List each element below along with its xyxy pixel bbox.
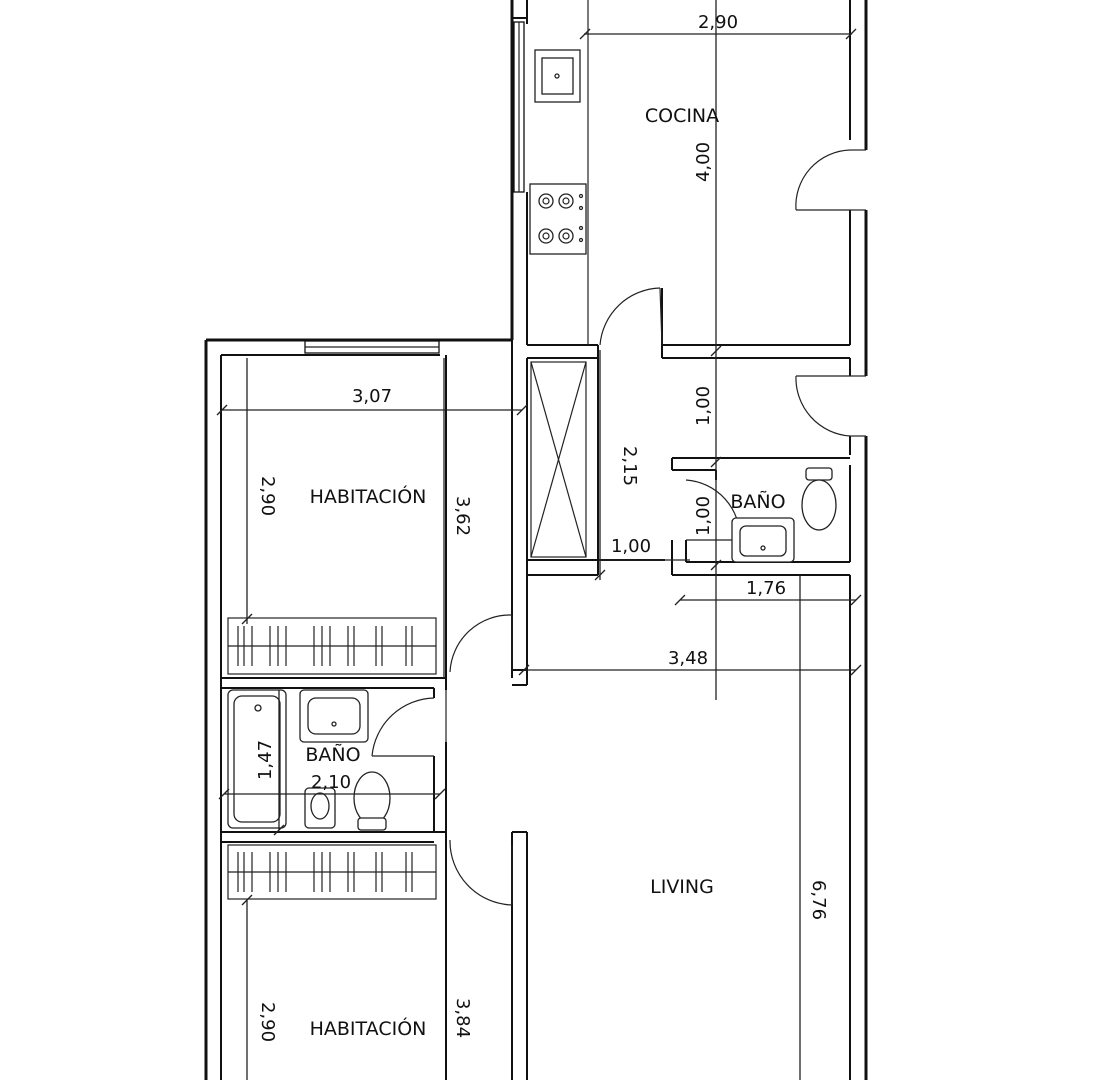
- room-label-bano-2: BAÑO: [305, 743, 360, 766]
- kitchen-fixtures: [529, 0, 589, 345]
- hangers-2: [237, 852, 413, 892]
- dim-hab2-side: 2,90: [257, 1002, 278, 1042]
- stove: [529, 183, 587, 255]
- bano-1-toilet-tank: [805, 467, 833, 481]
- dim-bano2-length: 1,47: [255, 740, 276, 780]
- room-label-habitacion-1: HABITACIÓN: [310, 484, 427, 508]
- dimension-lines: [216, 0, 862, 1080]
- room-label-habitacion-2: HABITACIÓN: [310, 1016, 427, 1040]
- room-labels: COCINA HABITACIÓN BAÑO BAÑO LIVING HABIT…: [305, 105, 785, 1040]
- dim-cocina-width: 2,90: [698, 12, 738, 33]
- dim-bano2-width: 2,10: [311, 772, 351, 793]
- windows: [304, 21, 525, 354]
- door-passage-exterior: [795, 375, 866, 437]
- hangers-1: [237, 626, 413, 666]
- dimension-labels: 2,90 4,00 3,07 2,90 3,62 2,15 1,00 1,00 …: [255, 12, 829, 1042]
- dim-living-length: 6,76: [808, 880, 829, 920]
- wardrobes: [227, 617, 437, 900]
- door-cocina-hall: [599, 287, 663, 346]
- bano-2-toilet: [353, 771, 391, 825]
- dim-bano1-length: 1,00: [693, 496, 714, 536]
- doors: [371, 149, 866, 906]
- dim-hab1-width: 3,07: [352, 386, 392, 407]
- door-bano-2: [371, 690, 447, 757]
- room-label-bano-1: BAÑO: [730, 490, 785, 513]
- door-habitacion-1: [449, 614, 513, 673]
- dim-hab1-length: 3,62: [452, 496, 473, 536]
- room-label-cocina: COCINA: [645, 105, 719, 127]
- dim-hall-length: 2,15: [619, 446, 640, 486]
- room-label-living: LIVING: [650, 876, 714, 898]
- dim-hab1-side: 2,90: [257, 476, 278, 516]
- hall-closet: [530, 361, 587, 558]
- bano-1-toilet: [801, 479, 837, 531]
- bano-1-fixtures: [731, 467, 837, 563]
- dim-hab2-length: 3,84: [452, 998, 473, 1038]
- dim-bano1-width: 1,76: [746, 578, 786, 599]
- dim-cocina-length: 4,00: [693, 142, 714, 182]
- door-cocina-exterior: [795, 149, 866, 211]
- door-habitacion-2: [449, 839, 513, 906]
- dim-hall-width: 1,00: [611, 536, 651, 557]
- dim-passage-length: 1,00: [693, 386, 714, 426]
- dim-living-width: 3,48: [668, 648, 708, 669]
- stove-burners: [538, 193, 584, 244]
